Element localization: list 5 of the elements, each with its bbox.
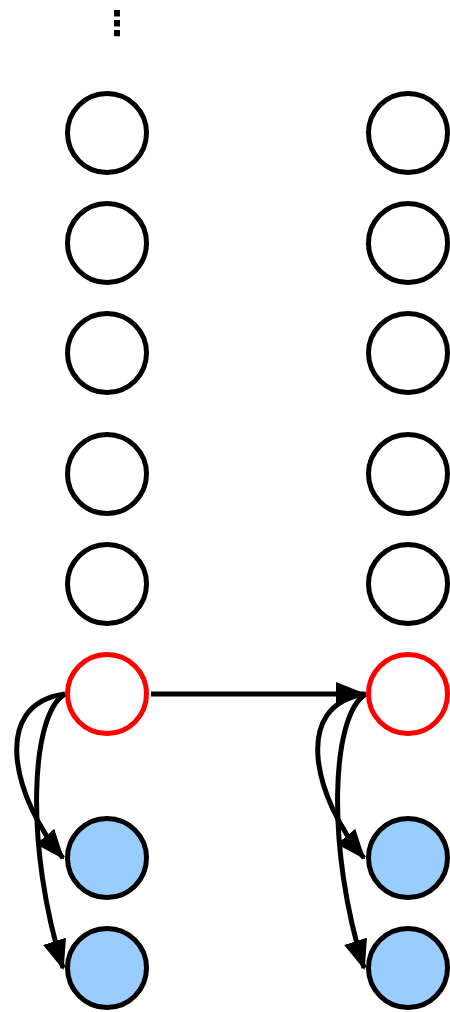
arrow xyxy=(315,691,367,860)
arrow xyxy=(34,692,67,970)
arrow xyxy=(14,691,66,860)
ellipsis: ⋮ xyxy=(100,6,134,40)
arrow xyxy=(335,692,368,970)
